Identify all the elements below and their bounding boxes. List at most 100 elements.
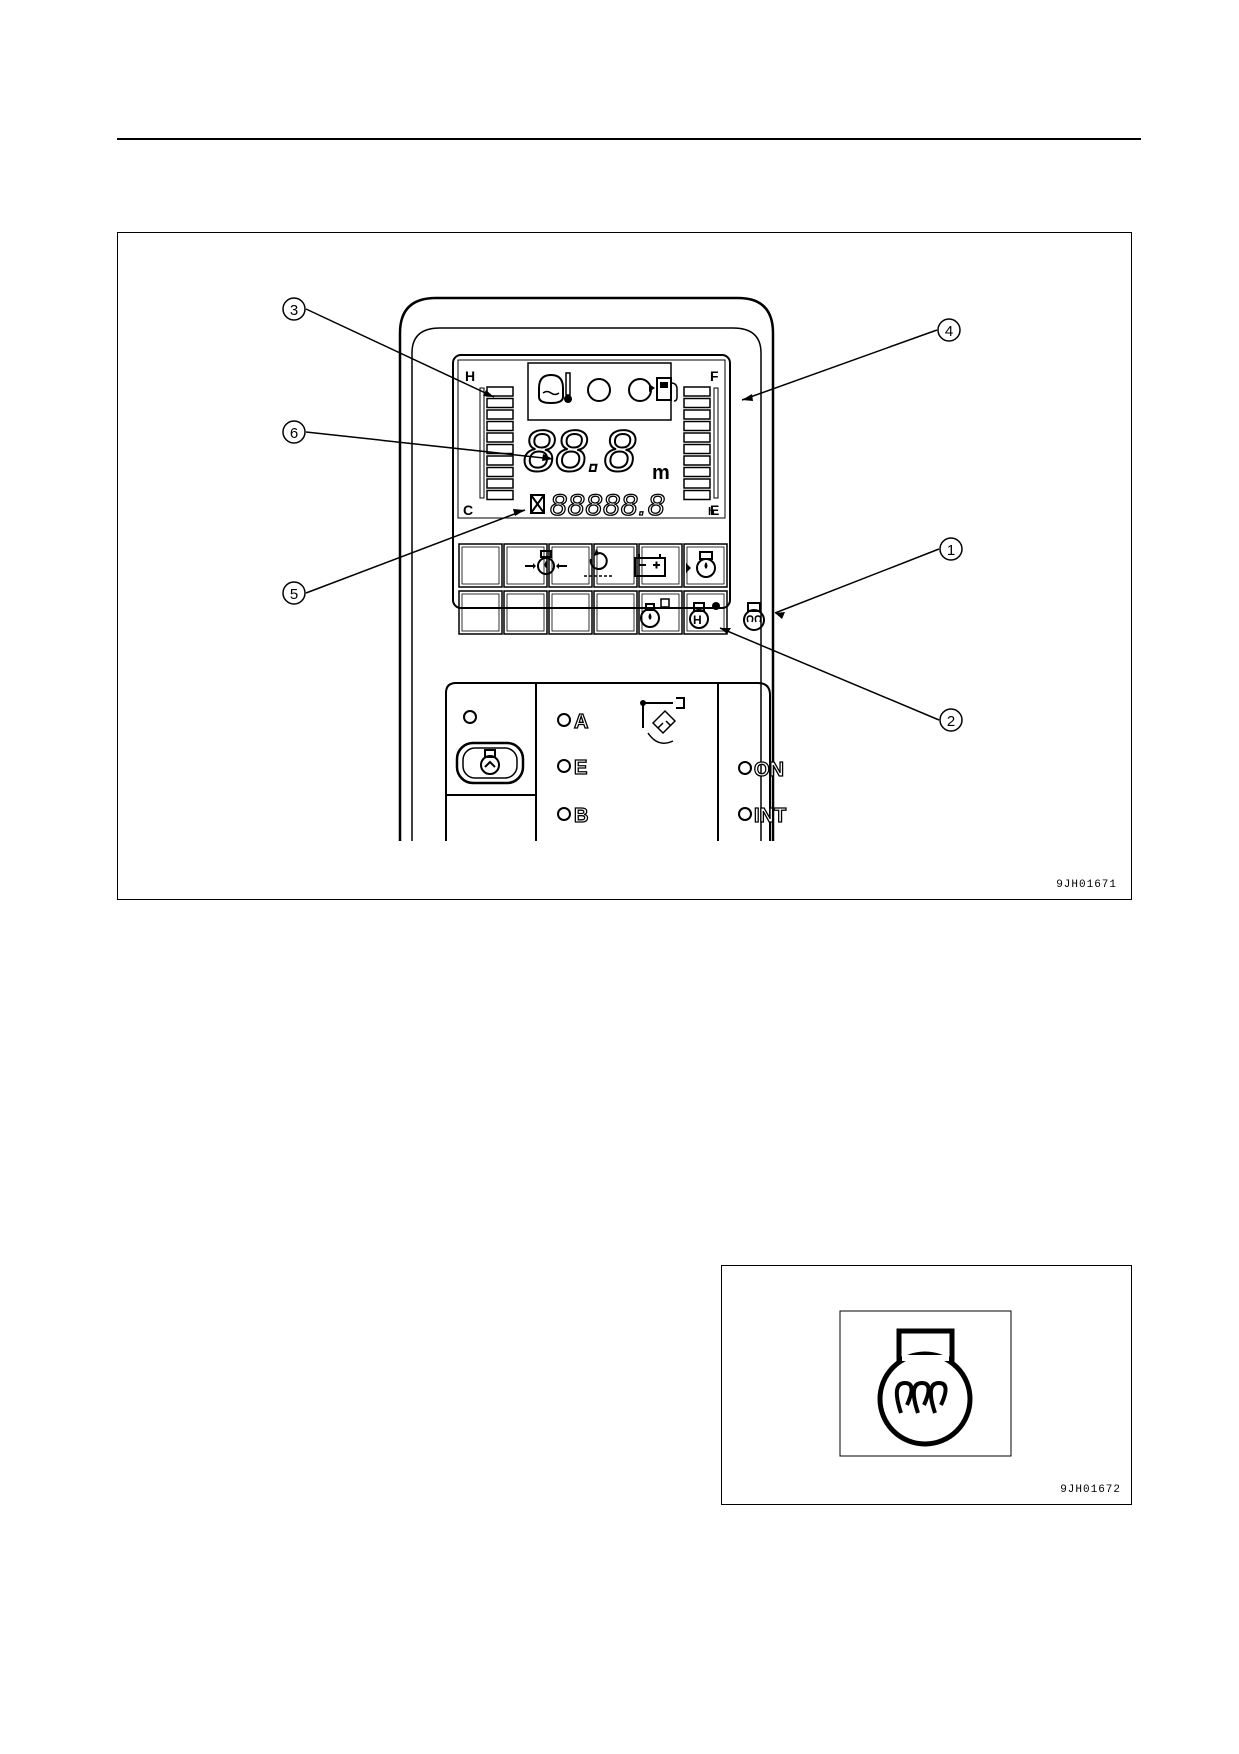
caution-lamp-cell-inner xyxy=(506,546,545,585)
gauge-segment xyxy=(486,489,514,501)
gauge-segment xyxy=(683,409,711,420)
machine-monitor-figure: H C F E 88.8 m 88888.8 h xyxy=(117,232,1132,900)
gauge-segment xyxy=(486,455,514,466)
lcd-screen xyxy=(457,359,726,519)
callout-arrowheads xyxy=(483,390,785,634)
caution-lamp-cell-inner xyxy=(461,593,500,632)
caution-lamp-cell xyxy=(548,590,593,635)
caution-lamp-cell-inner xyxy=(506,593,545,632)
gauge-segment xyxy=(486,432,514,443)
svg-text:3: 3 xyxy=(290,302,298,319)
svg-text:H: H xyxy=(693,613,702,627)
gauge-segment xyxy=(486,466,514,478)
callout-5: 5 xyxy=(282,581,306,605)
mode-a-label: A xyxy=(574,711,588,733)
caution-lamp-cell-inner xyxy=(641,546,680,585)
caution-lamp-cell-inner xyxy=(686,593,725,632)
switch-panel-frame xyxy=(445,682,771,841)
wiper-int-label: INT xyxy=(754,805,786,827)
auto-decel-switch[interactable] xyxy=(455,741,525,785)
working-mode-icon xyxy=(640,697,685,744)
caution-lamp-cell-inner xyxy=(551,546,590,585)
icon-frame xyxy=(839,1310,1012,1457)
gauge-segment xyxy=(683,420,711,432)
caution-lamp-cell xyxy=(683,590,728,635)
fuel-level-icon xyxy=(649,377,678,402)
mode-b-lamp xyxy=(557,807,571,821)
caution-lamp-grid xyxy=(458,543,728,635)
caution-lamp-cell xyxy=(458,590,503,635)
hour-meter-unit: h xyxy=(708,506,715,518)
preheat-icon xyxy=(877,1328,973,1447)
monitor-housing xyxy=(398,296,775,841)
air-cleaner-clogging-icon xyxy=(584,549,614,577)
charge-level-icon xyxy=(634,554,666,577)
gauge-segment xyxy=(683,397,711,409)
gauge-right-top-label: F xyxy=(710,368,719,384)
svg-text:4: 4 xyxy=(945,323,953,340)
wiper-int-lamp xyxy=(738,807,752,821)
svg-text:6: 6 xyxy=(290,425,298,442)
gauge-right-rail xyxy=(713,387,719,499)
callout-3: 3 xyxy=(282,297,306,321)
callout-leaders xyxy=(305,308,940,721)
coolant-temperature-icon xyxy=(538,372,572,405)
indicator-lamp-left xyxy=(587,378,611,402)
svg-text:2: 2 xyxy=(947,713,955,730)
preheating-icon xyxy=(743,602,765,631)
switch-panel-dividers xyxy=(535,683,719,841)
caution-lamp-cell xyxy=(458,543,503,588)
figure-id: 9JH01671 xyxy=(1056,879,1117,891)
auto-decel-icon xyxy=(480,749,500,775)
indicator-lamp-right xyxy=(628,378,652,402)
gauge-segment xyxy=(486,478,514,489)
machine-monitor-drawing: H C F E 88.8 m 88888.8 h xyxy=(282,296,963,841)
caution-lamp-cell xyxy=(593,543,638,588)
callout-4: 4 xyxy=(937,318,961,342)
swing-lock-icon: H xyxy=(689,602,720,629)
callout-6: 6 xyxy=(282,420,306,444)
svg-text:5: 5 xyxy=(290,586,298,603)
gauge-right-bottom-label: E xyxy=(710,502,719,518)
auto-decel-lamp xyxy=(463,710,477,724)
gauge-segment xyxy=(683,478,711,489)
caution-lamp-cell-inner xyxy=(596,546,635,585)
header-rule xyxy=(117,138,1141,140)
caution-lamp-cell-inner xyxy=(596,593,635,632)
wiper-on-label: ON xyxy=(754,759,784,781)
engine-oil-pressure-icon xyxy=(525,550,567,575)
upper-digital-display: 88.8 xyxy=(523,419,636,484)
monitor-inner-housing xyxy=(411,327,762,841)
gauge-left-top-label: H xyxy=(465,368,475,384)
upper-display-unit: m xyxy=(652,462,670,484)
caution-lamp-cell-inner xyxy=(461,546,500,585)
preheat-icon-figure: 9JH01672 xyxy=(721,1265,1132,1505)
callout-2: 2 xyxy=(939,708,963,732)
gauge-left-bottom-label: C xyxy=(463,502,473,518)
gauge-segment xyxy=(683,466,711,478)
gauge-segment xyxy=(486,397,514,409)
gauge-segment xyxy=(683,386,711,397)
fuel-filter-icon xyxy=(640,598,670,628)
caution-lamp-cell xyxy=(683,543,728,588)
mode-b-label: B xyxy=(574,805,588,827)
fuel-level-gauge xyxy=(683,386,711,501)
caution-lamp-cell xyxy=(548,543,593,588)
caution-lamp-cell xyxy=(503,590,548,635)
svg-text:1: 1 xyxy=(947,542,955,559)
engine-oil-level-icon xyxy=(686,551,716,578)
figure-id: 9JH01672 xyxy=(1060,1484,1121,1496)
gauge-segment xyxy=(683,489,711,501)
coolant-temperature-gauge xyxy=(486,386,514,501)
caution-lamp-cell-inner xyxy=(551,593,590,632)
gauge-segment xyxy=(683,432,711,443)
gauge-segment xyxy=(486,420,514,432)
caution-lamp-cell xyxy=(638,590,683,635)
wiper-on-lamp xyxy=(738,761,752,775)
gauge-segment xyxy=(683,455,711,466)
mode-a-lamp xyxy=(557,713,571,727)
abnormal-mark-icon xyxy=(530,494,545,514)
preheat-icon-drawing xyxy=(839,1310,1012,1457)
mode-e-label: E xyxy=(574,757,587,779)
callout-1: 1 xyxy=(939,537,963,561)
